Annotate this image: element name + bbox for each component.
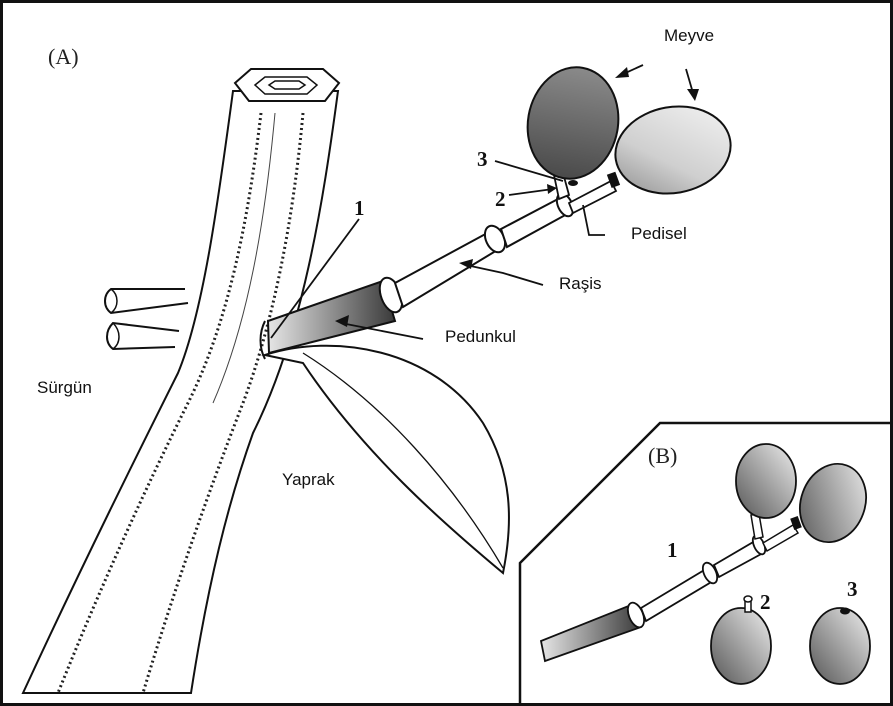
label-meyve: Meyve (664, 27, 714, 44)
label-surgun: Sürgün (37, 379, 92, 396)
panel-b-tag: (B) (648, 445, 677, 467)
number-a-2: 2 (495, 189, 506, 210)
label-pedisel: Pedisel (631, 225, 687, 242)
fruit-dark (519, 60, 627, 186)
rachis (395, 191, 576, 307)
label-pedunkul: Pedunkul (445, 328, 516, 345)
fruit-light (608, 98, 737, 203)
label-rasis: Raşis (559, 275, 602, 292)
number-b-3: 3 (847, 579, 858, 600)
label-yaprak: Yaprak (282, 471, 335, 488)
number-b-2: 2 (760, 592, 771, 613)
number-a-3: 3 (477, 149, 488, 170)
number-a-1: 1 (354, 198, 365, 219)
panel-b (520, 423, 893, 706)
number-b-1: 1 (667, 540, 678, 561)
panel-a-tag: (A) (48, 46, 79, 68)
leaf (265, 346, 509, 573)
